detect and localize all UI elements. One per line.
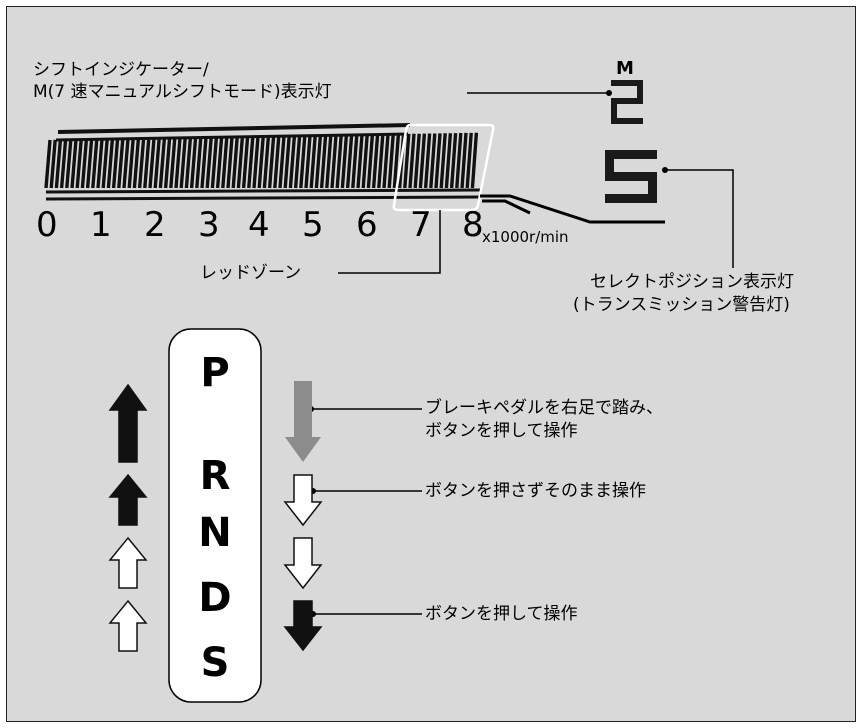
- brake-label-line2: ボタンを押して操作: [425, 421, 578, 441]
- tach-number-7: 7: [410, 205, 432, 245]
- shifter-panel: [168, 328, 262, 703]
- indicator-label-line1: シフトインジケーター/: [33, 60, 209, 80]
- tach-number-2: 2: [144, 205, 166, 245]
- up-arrow-short-black: [108, 473, 148, 526]
- up-arrow-white-1: [108, 536, 148, 589]
- shift-position-p: P: [200, 350, 230, 396]
- up-arrow-long-black: [108, 383, 148, 463]
- up-arrow-white-2: [108, 599, 148, 652]
- shift-position-d: D: [198, 575, 232, 621]
- indicator-label-line2: M(7 速マニュアルシフトモード)表示灯: [33, 82, 332, 102]
- tach-number-1: 1: [90, 205, 112, 245]
- shift-position-n: N: [198, 510, 232, 556]
- redzone-leader-line: [338, 210, 441, 274]
- tach-number-8: 8: [462, 205, 484, 245]
- select-leader-line: [665, 169, 734, 268]
- select-leader-dot: [662, 167, 668, 173]
- select-s-display: [605, 150, 657, 203]
- gear-digit-display: [611, 80, 643, 124]
- no-button-label: ボタンを押さずそのまま操作: [425, 481, 646, 501]
- tach-number-0: 0: [36, 205, 58, 245]
- tach-tail-line: [480, 194, 665, 224]
- brake-label-line1: ブレーキペダルを右足で踏み、: [425, 398, 663, 418]
- manual-mode-letter: M: [616, 58, 634, 79]
- tach-number-3: 3: [198, 205, 220, 245]
- tach-tail-line-2: [482, 199, 531, 215]
- select-label-line1: セレクトポジション表示灯: [590, 272, 794, 292]
- select-label-line2: (トランスミッション警告灯): [573, 295, 790, 315]
- redzone-label: レッドゾーン: [200, 263, 302, 283]
- down-arrow-white-2: [283, 537, 323, 590]
- down-arrow-white-1: [283, 474, 323, 527]
- redzone-box: [392, 123, 495, 212]
- shift-position-r: R: [199, 453, 231, 499]
- press-button-label: ボタンを押して操作: [425, 604, 578, 624]
- shift-position-s: S: [200, 640, 230, 686]
- tach-unit-label: x1000r/min: [482, 228, 569, 246]
- down-arrow-gray: [285, 381, 321, 462]
- tach-number-6: 6: [356, 205, 378, 245]
- tach-number-5: 5: [302, 205, 324, 245]
- tachometer-bars: [44, 123, 481, 201]
- indicator-leader-dot: [606, 90, 612, 96]
- down-arrow-black: [283, 600, 323, 652]
- tach-number-4: 4: [248, 205, 270, 245]
